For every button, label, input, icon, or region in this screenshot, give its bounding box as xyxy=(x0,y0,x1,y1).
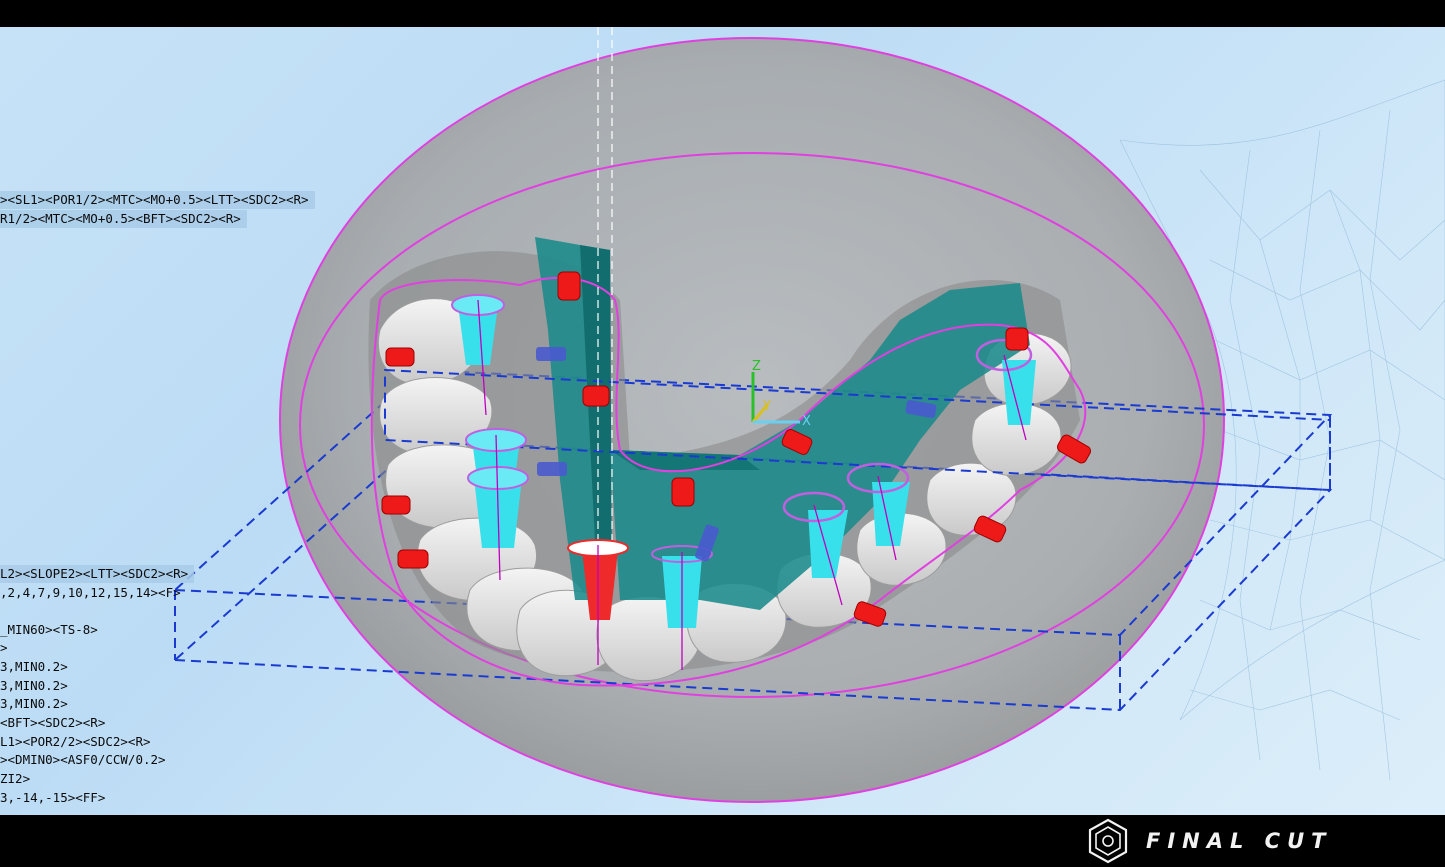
command-line-3: L2><SLOPE2><LTT><SDC2><R> xyxy=(0,565,195,583)
command-line-2: R1/2><MTC><MO+0.5><BFT><SDC2><R> xyxy=(0,210,247,228)
implant-4-red[interactable] xyxy=(567,539,629,665)
pin-8[interactable] xyxy=(853,600,887,627)
implant-1[interactable] xyxy=(451,294,505,416)
pin-3[interactable] xyxy=(397,549,429,569)
pin-10[interactable] xyxy=(1056,433,1093,465)
brand-name: FINAL CUT xyxy=(1146,829,1333,853)
top-letterbox xyxy=(0,0,1445,27)
pin-6[interactable] xyxy=(671,477,695,507)
boundary-curve xyxy=(370,276,1087,687)
3d-viewport[interactable]: Z Y X ><SL1><POR1/2><MTC><MO+0.5><LTT><S… xyxy=(0,27,1445,815)
pin-4[interactable] xyxy=(557,271,581,301)
scene-canvas[interactable]: Z Y X xyxy=(0,27,1445,815)
pin-2[interactable] xyxy=(381,495,411,515)
brand-watermark: FINAL CUT xyxy=(1086,815,1332,867)
command-line-12: ><DMIN0><ASF0/CCW/0.2> xyxy=(0,752,166,767)
command-line-4: ,2,4,7,9,10,12,15,14><F> xyxy=(0,585,181,600)
holder-left[interactable] xyxy=(535,237,612,600)
axis-triad: Z Y X xyxy=(751,359,811,429)
tool-axis-lines xyxy=(597,27,613,560)
pin-5[interactable] xyxy=(582,385,610,407)
command-line-9: 3,MIN0.2> xyxy=(0,696,68,711)
axis-label-x: X xyxy=(802,414,811,429)
pin-1[interactable] xyxy=(385,347,415,367)
axis-label-z: Z xyxy=(752,359,761,374)
implant-8[interactable] xyxy=(975,338,1036,441)
command-line-13: ZI2> xyxy=(0,771,31,786)
command-line-7: 3,MIN0.2> xyxy=(0,659,68,674)
disc-inner-ring xyxy=(299,152,1205,698)
implant-3[interactable] xyxy=(467,434,529,581)
hexagon-nut-icon xyxy=(1088,818,1128,864)
command-line-10: <BFT><SDC2><R> xyxy=(0,715,106,730)
command-line-5: _MIN60><TS-8> xyxy=(0,622,98,637)
command-line-14: 3,-14,-15><FF> xyxy=(0,790,106,805)
pin-7[interactable] xyxy=(781,428,814,456)
command-line-1: ><SL1><POR1/2><MTC><MO+0.5><LTT><SDC2><R… xyxy=(0,191,315,209)
command-line-11: L1><POR2/2><SDC2><R> xyxy=(0,734,151,749)
connectors xyxy=(536,347,937,562)
wireframe-mesh xyxy=(1119,79,1445,781)
command-line-8: 3,MIN0.2> xyxy=(0,678,68,693)
implant-group[interactable] xyxy=(451,294,1036,670)
implant-6[interactable] xyxy=(782,491,848,606)
pin-11[interactable] xyxy=(1005,327,1029,351)
implant-5[interactable] xyxy=(651,545,713,670)
pin-9[interactable] xyxy=(973,515,1008,544)
bottom-letterbox xyxy=(0,815,1445,867)
implant-7[interactable] xyxy=(846,462,910,561)
red-pins[interactable] xyxy=(381,271,1093,628)
axis-label-y: Y xyxy=(762,399,771,414)
command-line-6: > xyxy=(0,640,8,655)
